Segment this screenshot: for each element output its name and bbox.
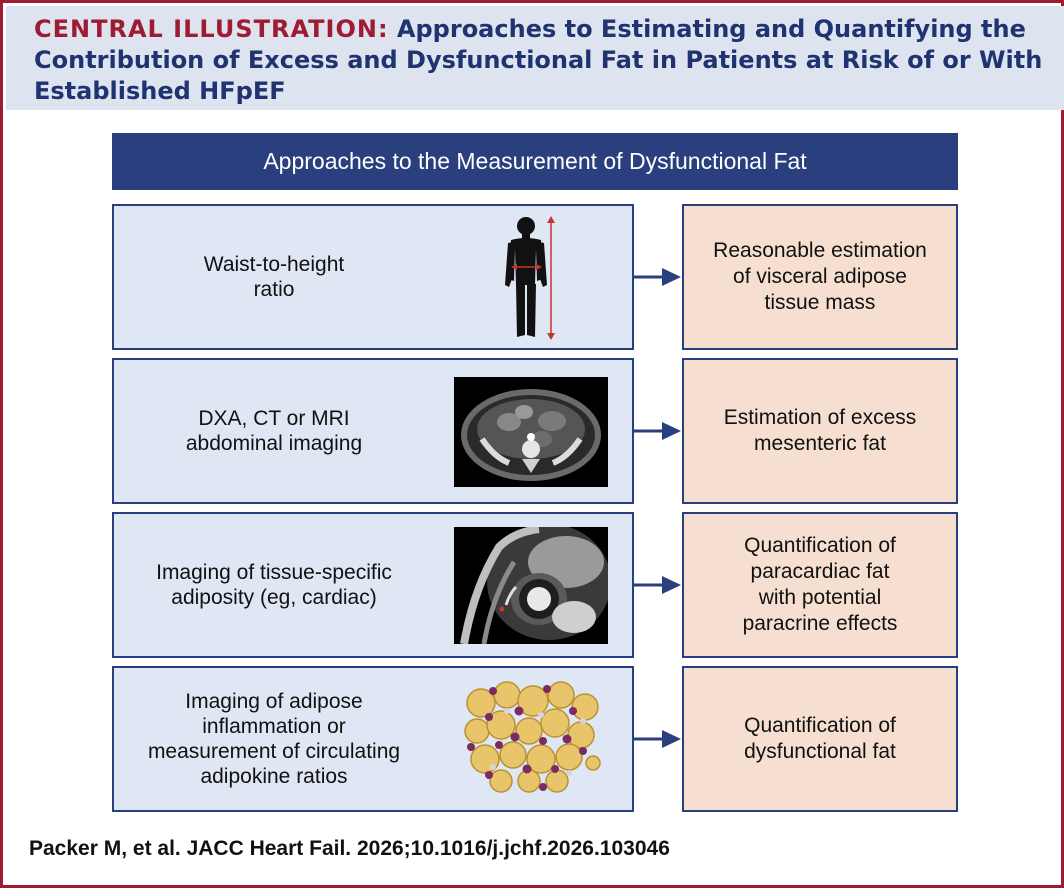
page-title: CENTRAL ILLUSTRATION: Approaches to Esti… [34, 14, 1044, 107]
cardiac-mri-image [454, 527, 608, 644]
outcome-label: Reasonable estimation of visceral adipos… [713, 239, 927, 314]
outcome-box-visceral: Reasonable estimation of visceral adipos… [682, 204, 958, 350]
citation: Packer M, et al. JACC Heart Fail. 2026;1… [29, 837, 670, 860]
arrow-right-icon [634, 422, 681, 440]
body-silhouette-icon [505, 216, 555, 340]
approach-box-waist-height: Waist-to-height ratio [112, 204, 634, 350]
outcome-box-dysfunctional: Quantification of dysfunctional fat [682, 666, 958, 812]
title-rest: Approaches to Estimating and Quantifying… [34, 15, 1043, 105]
header: CENTRAL ILLUSTRATION: Approaches to Esti… [6, 6, 1064, 110]
section-banner: Approaches to the Measurement of Dysfunc… [112, 133, 958, 190]
title-lead: CENTRAL ILLUSTRATION: [34, 15, 389, 43]
approach-label: Imaging of adipose inflammation or measu… [147, 690, 401, 788]
arrow-right-icon [634, 730, 681, 748]
outcome-label: Quantification of paracardiac fat with p… [742, 534, 898, 635]
approach-label: Imaging of tissue-specific adiposity (eg… [156, 561, 392, 609]
outcome-box-mesenteric: Estimation of excess mesenteric fat [682, 358, 958, 504]
outcome-box-paracardiac: Quantification of paracardiac fat with p… [682, 512, 958, 658]
approach-label: DXA, CT or MRI abdominal imaging [185, 407, 363, 455]
adipocyte-cluster-illustration [464, 681, 601, 793]
approach-label: Waist-to-height ratio [203, 253, 345, 301]
arrow-right-icon [634, 268, 681, 286]
outcome-label: Quantification of dysfunctional fat [744, 714, 896, 763]
outcome-label: Estimation of excess mesenteric fat [723, 406, 917, 455]
abdominal-ct-scan-image [454, 377, 608, 487]
arrow-right-icon [634, 576, 681, 594]
